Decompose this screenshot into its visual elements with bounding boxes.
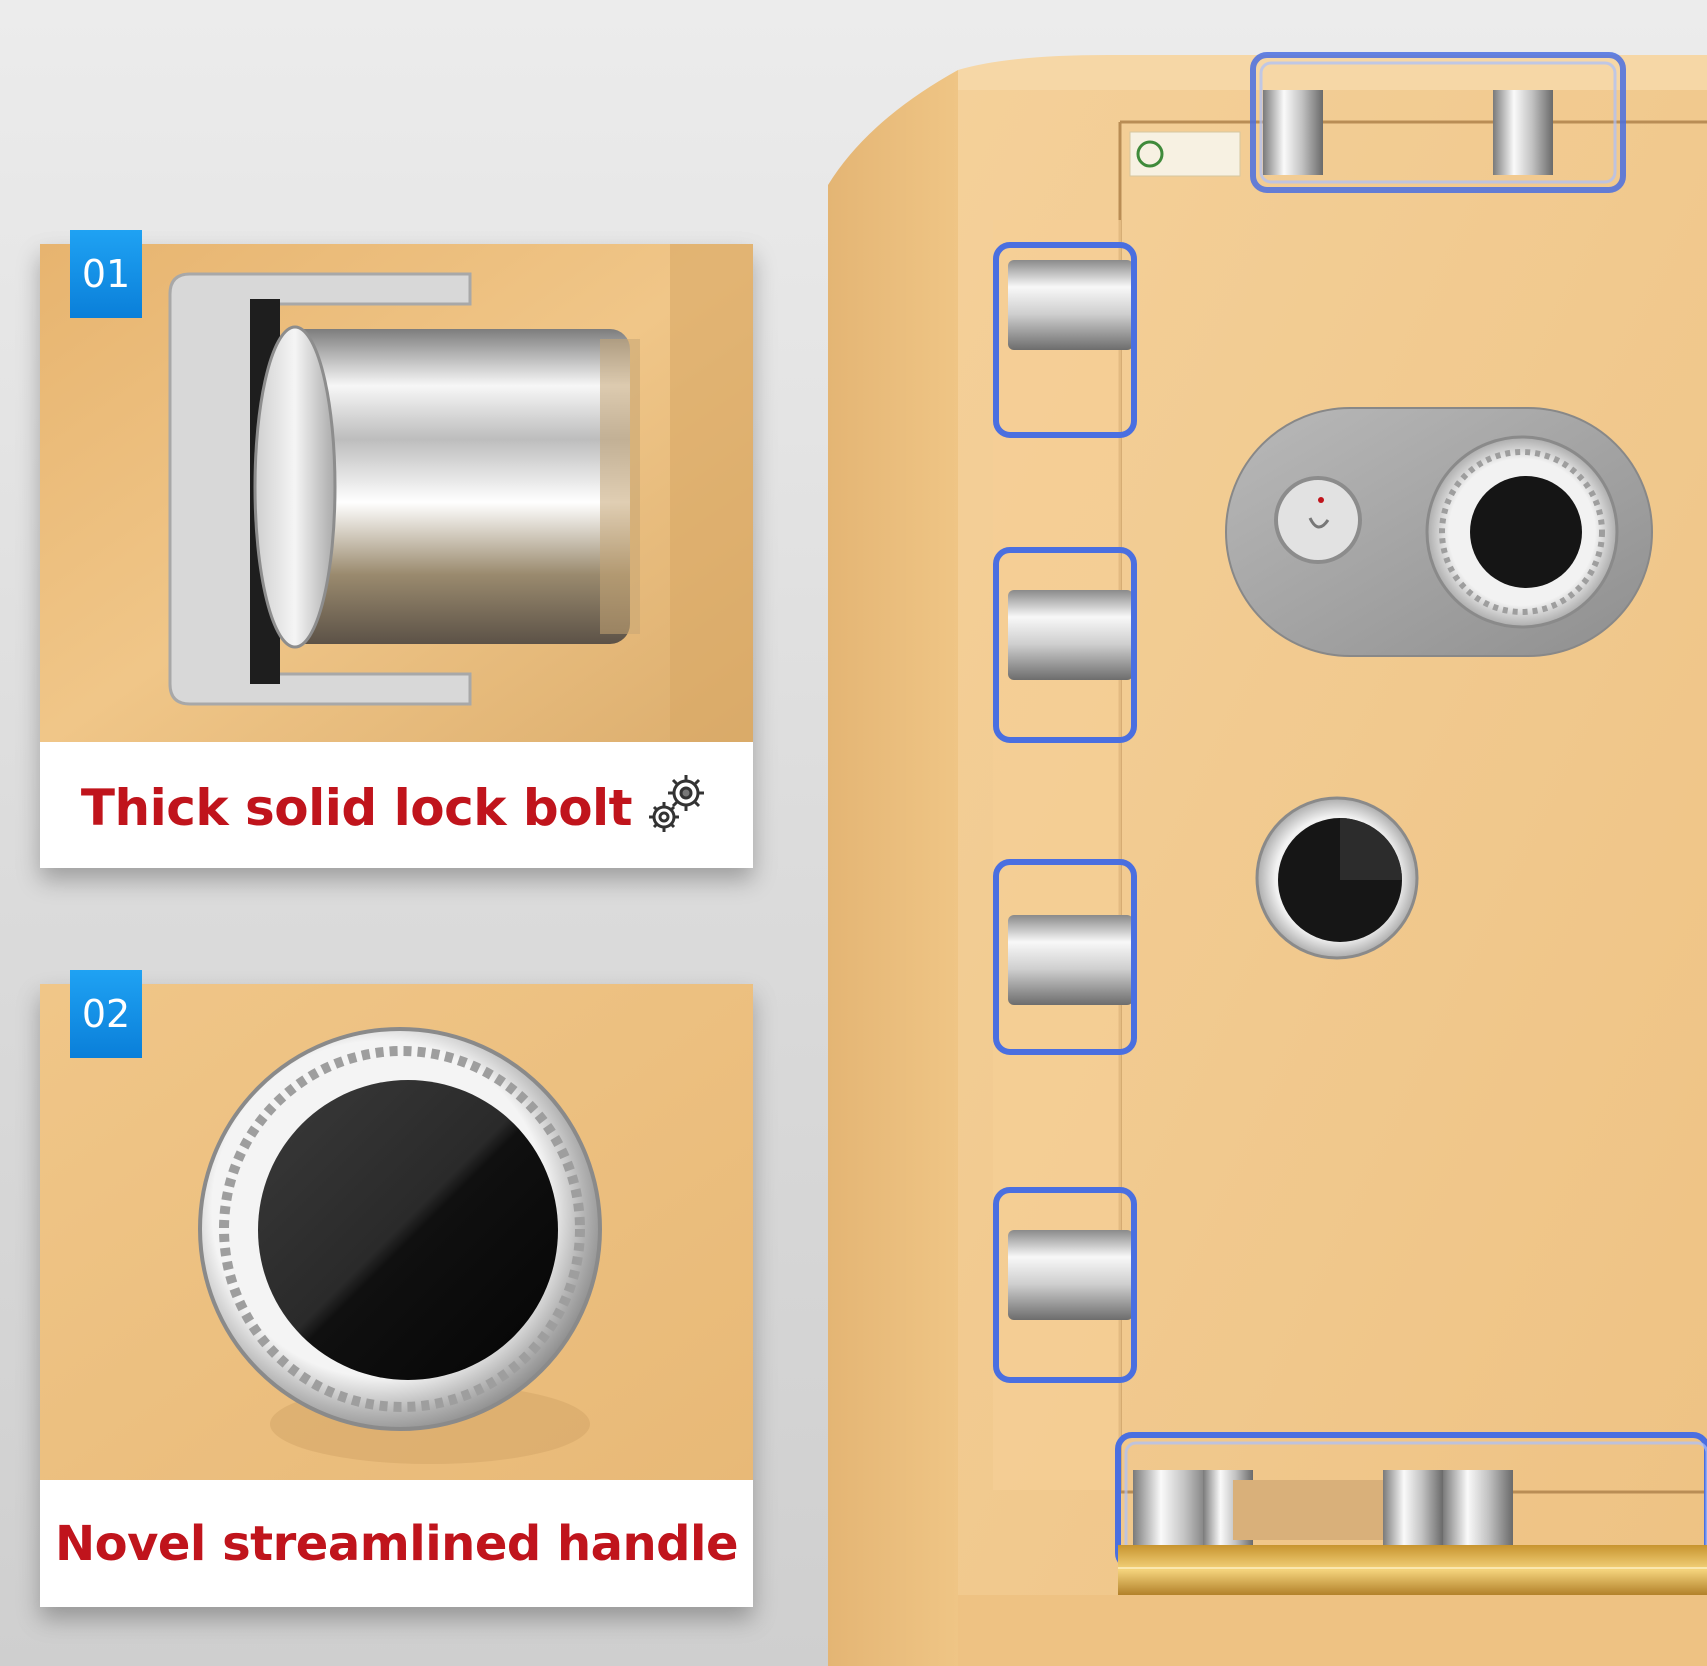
feature-card-handle: 02 (40, 970, 753, 1607)
gears-icon (642, 767, 712, 849)
feature-caption-text: Novel streamlined handle (54, 1515, 739, 1572)
combination-dial (1425, 435, 1619, 629)
side-bolt (993, 547, 1137, 743)
feature-number-badge: 01 (70, 230, 142, 318)
side-bolt (993, 242, 1137, 438)
feature-caption: Thick solid lock bolt (40, 748, 753, 868)
lock-bolt-closeup (40, 244, 753, 742)
side-bolt (993, 859, 1137, 1055)
feature-number-badge: 02 (70, 970, 142, 1058)
feature-caption: Novel streamlined handle (40, 1480, 753, 1607)
keyhole (1274, 476, 1362, 564)
feature-card-lock-bolt: 01 (40, 230, 753, 868)
feature-caption-text: Thick solid lock bolt (80, 779, 633, 837)
handle-knob (1255, 796, 1419, 960)
side-bolt (993, 1187, 1137, 1383)
safe-illustration (828, 0, 1707, 1666)
handle-closeup (40, 984, 753, 1480)
